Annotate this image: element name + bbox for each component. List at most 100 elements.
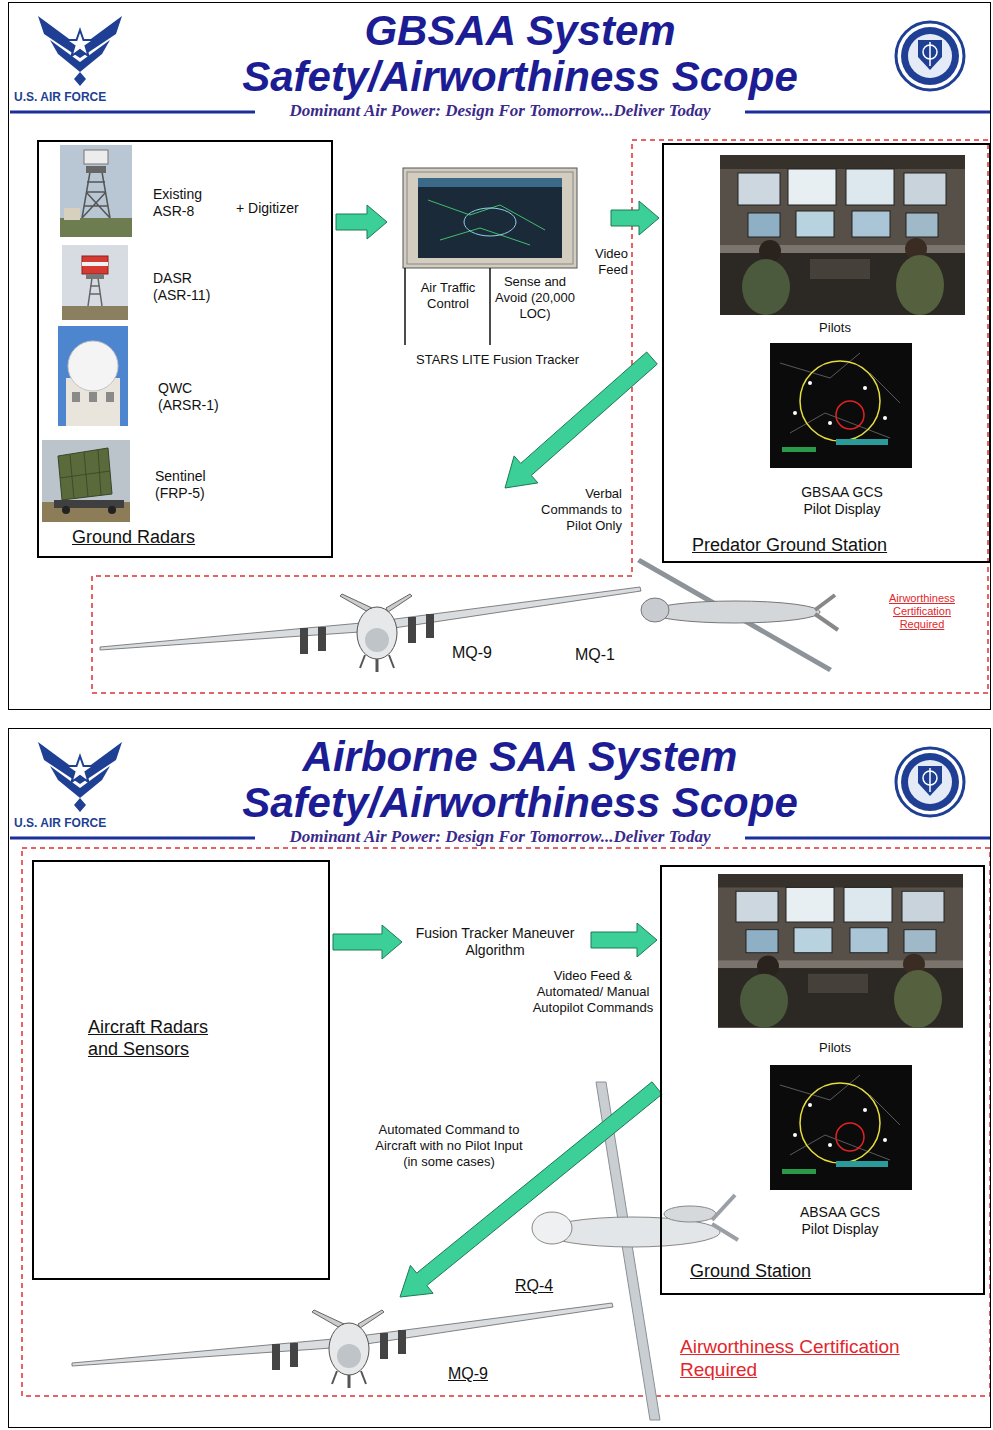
rq4-aircraft: [532, 1212, 572, 1244]
radar-box: Existing ASR-8+ DigitizerDASR (ASR-11) QW…: [37, 140, 333, 558]
air-force-logo: [38, 16, 122, 86]
mq1-aircraft: [637, 558, 838, 672]
radar-note-holder: + Digitizer: [236, 200, 328, 217]
box-caption: STARS LITE Fusion Tracker: [390, 352, 605, 368]
org-name-holder: U.S. AIR FORCE: [14, 816, 154, 830]
ground-station-pictures: [718, 155, 965, 1190]
sentinel-radar-photo: [42, 440, 130, 522]
box-heading: Aircraft Radars and Sensors: [88, 1016, 223, 1060]
radar-name-holder: Existing ASR-8: [153, 186, 233, 220]
qwc-radar-photo: [68, 341, 118, 391]
title-word: Safety/Airworthiness: [242, 53, 660, 100]
command-seal: [896, 748, 964, 816]
slide-two-header: [10, 837, 255, 840]
asr8-radar-photo: [60, 145, 132, 237]
dasr-radar-photo: [62, 245, 128, 320]
block-arrow: [400, 1082, 662, 1297]
sentinel-radar-photo: [108, 506, 116, 514]
slide-subtitle-holder: Dominant Air Power: Design For Tomorrow.…: [260, 827, 740, 847]
title-word: System: [526, 7, 675, 54]
edge-label: Video Feed: [586, 246, 628, 278]
pilot-display-screen: [770, 343, 912, 468]
box-caption-holder: STARS LITE Fusion Tracker: [390, 352, 605, 368]
box-heading: Ground Station: [690, 1260, 910, 1282]
edge-label-holder: Video Feed: [586, 246, 628, 278]
slide-two-header: [745, 837, 990, 840]
qwc-radar-photo: [72, 392, 80, 402]
slide-subtitle: Dominant Air Power: Design For Tomorrow.…: [260, 101, 740, 121]
radar-name-holder: DASR (ASR-11): [153, 270, 233, 304]
block-arrow: [336, 205, 387, 239]
pilot-display-screen: [770, 1065, 912, 1190]
display-caption: ABSAA GCS Pilot Display: [790, 1204, 890, 1238]
stars-monitor: [403, 168, 577, 268]
radar-name-holder: QWC (ARSR-1): [158, 380, 238, 414]
stars-monitor: [418, 178, 562, 187]
qwc-radar-photo: [89, 392, 97, 402]
mq1-aircraft: [815, 595, 835, 610]
stars-monitor: [489, 268, 491, 345]
certification-note-holder: Airworthiness Certification Required: [680, 1335, 908, 1381]
aircraft-name-holder: MQ-9: [452, 643, 512, 662]
radar-note: + Digitizer: [236, 200, 328, 217]
asr8-radar-photo: [60, 145, 132, 237]
slide-title: Airborne SAA System Safety/Airworthiness…: [200, 734, 840, 826]
dasr-radar-photo: [62, 245, 128, 320]
certification-note: Airworthiness Certification Required: [872, 592, 972, 631]
qwc-radar-photo: [58, 326, 128, 426]
aircraft-name-holder: MQ-9: [448, 1364, 508, 1383]
block-arrow: [591, 923, 657, 957]
box-heading: Predator Ground Station: [692, 534, 952, 556]
title-word: Safety/Airworthiness: [242, 779, 660, 826]
sentinel-radar-photo: [42, 440, 130, 522]
radar-name-holder: Sentinel (FRP-5): [155, 468, 235, 502]
edge-label-holder: Video Feed & Automated/ Manual Autopilot…: [532, 968, 654, 1016]
certification-boundary: [92, 140, 988, 693]
process-text-node: Fusion Tracker Maneuver Algorithm: [405, 922, 588, 966]
ground-station-box: PilotsGBSAA GCS Pilot DisplayPredator Gr…: [662, 143, 991, 563]
org-name-holder: U.S. AIR FORCE: [14, 90, 154, 104]
asr8-radar-photo: [84, 150, 108, 164]
block-arrow: [611, 201, 659, 235]
display-caption-holder: ABSAA GCS Pilot Display: [790, 1204, 890, 1238]
certification-boundary: [22, 848, 990, 1396]
title-word: Airborne: [303, 733, 478, 780]
aircraft-name: MQ-9: [452, 643, 512, 662]
verbal-command-arrow: [505, 352, 657, 488]
stars-monitor: [428, 200, 545, 245]
cell-text-holder: Sense and Avoid (20,000 LOC): [493, 274, 577, 322]
slide-one-header: [745, 111, 990, 114]
dasr-radar-photo: [82, 256, 108, 274]
edge-label-holder: Automated Command to Aircraft with no Pi…: [368, 1122, 530, 1170]
asr8-radar-photo: [60, 218, 132, 237]
slide-title-holder: Airborne SAA System Safety/Airworthiness…: [200, 734, 840, 826]
title-word: System: [588, 733, 737, 780]
org-name: U.S. AIR FORCE: [14, 816, 154, 830]
arrow-note-holder: Verbal Commands to Pilot Only: [528, 486, 622, 534]
slide-panel: GBSAA System Safety/Airworthiness ScopeD…: [8, 2, 991, 710]
block-arrow: [333, 925, 402, 959]
control-room-photo: [718, 874, 963, 1028]
process-text-holder: Fusion Tracker Maneuver Algorithm: [405, 925, 585, 959]
rq4-aircraft: [712, 1195, 735, 1220]
cell-text: Sense and Avoid (20,000 LOC): [493, 274, 577, 322]
display-caption-holder: GBSAA GCS Pilot Display: [792, 484, 892, 518]
box-heading-holder: Predator Ground Station: [692, 534, 952, 556]
radar-name: QWC (ARSR-1): [158, 380, 238, 414]
air-force-logo: [38, 742, 122, 812]
aircraft-name: MQ-1: [575, 645, 635, 664]
slide-subtitle: Dominant Air Power: Design For Tomorrow.…: [260, 827, 740, 847]
aircraft-name: MQ-9: [448, 1364, 508, 1383]
title-word: Scope: [672, 53, 798, 100]
asr8-radar-photo: [86, 166, 106, 173]
dasr-radar-photo: [88, 278, 102, 306]
rq4-aircraft: [664, 1206, 716, 1222]
rq4-aircraft: [712, 1224, 738, 1240]
stars-monitor: [464, 208, 516, 236]
asr8-radar-photo: [64, 208, 80, 220]
tracker-box: Air Traffic ControlSense and Avoid (20,0…: [390, 166, 608, 372]
photo-caption-holder: Pilots: [785, 1040, 885, 1056]
photo-caption-holder: Pilots: [785, 320, 885, 336]
mq1-aircraft: [637, 558, 832, 672]
